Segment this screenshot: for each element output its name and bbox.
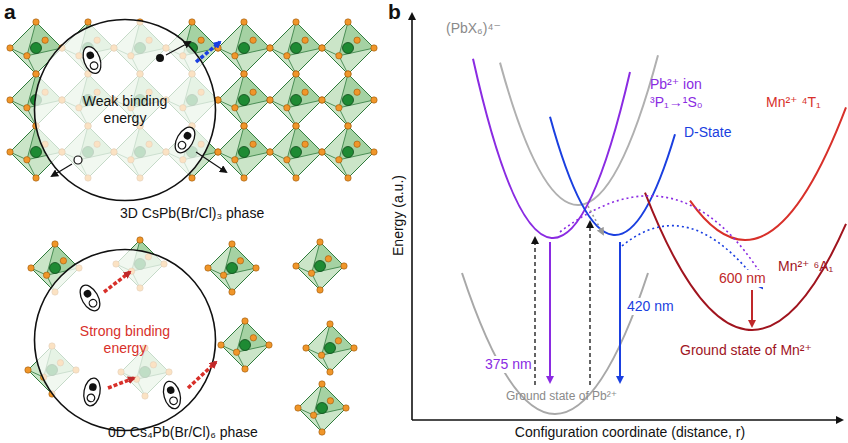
octahedron: [218, 318, 272, 372]
axis-label: Energy (a.u.): [390, 175, 407, 256]
exciton: [161, 379, 184, 410]
curve-label: Mn²⁺ ⁴T₁: [766, 94, 821, 111]
octahedron: [295, 381, 349, 435]
curve-label: ³P₁→¹S₀: [650, 94, 703, 111]
phase-caption: 0D Cs₄Pb(Br/Cl)₆ phase: [108, 424, 258, 441]
panel-letter: a: [4, 0, 16, 24]
octahedron: [319, 123, 377, 181]
wavelength-label: 375 nm: [484, 356, 533, 373]
exciton: [82, 377, 103, 407]
octahedron: [293, 239, 347, 293]
wavelength-label: 600 nm: [718, 270, 767, 287]
state-label: Ground state of Mn²⁺: [680, 342, 812, 359]
exciton-circle: Weak binding energy: [33, 18, 217, 202]
panel-letter: b: [388, 0, 401, 24]
octahedron: [303, 321, 357, 375]
curve-label: Pb²⁺ ion: [650, 76, 702, 93]
phase-caption: 3D CsPb(Br/Cl)₃ phase: [120, 205, 264, 222]
octahedron: [267, 123, 325, 181]
octahedron: [267, 71, 325, 129]
octahedron: [215, 71, 273, 129]
exciton: [171, 124, 199, 156]
node-text: Strong binding energy: [69, 323, 181, 357]
octahedron: [267, 19, 325, 77]
octahedron: [205, 241, 259, 295]
octahedron: [319, 19, 377, 77]
octahedron: [215, 19, 273, 77]
curve-label: D-State: [684, 124, 731, 141]
wavelength-label: 420 nm: [626, 298, 675, 315]
exciton: [80, 44, 105, 76]
octahedron: [215, 123, 273, 181]
state-label: Ground state of Pb²⁺: [506, 389, 617, 404]
node-text: Weak binding energy: [69, 93, 181, 127]
exciton: [76, 282, 104, 314]
axis-label: Configuration coordinate (distance, r): [515, 424, 745, 441]
curve-label: (PbX₆)⁴⁻: [446, 20, 501, 37]
curve-label: Mn²⁺ ⁶A₁: [778, 258, 833, 275]
octahedron: [319, 71, 377, 129]
